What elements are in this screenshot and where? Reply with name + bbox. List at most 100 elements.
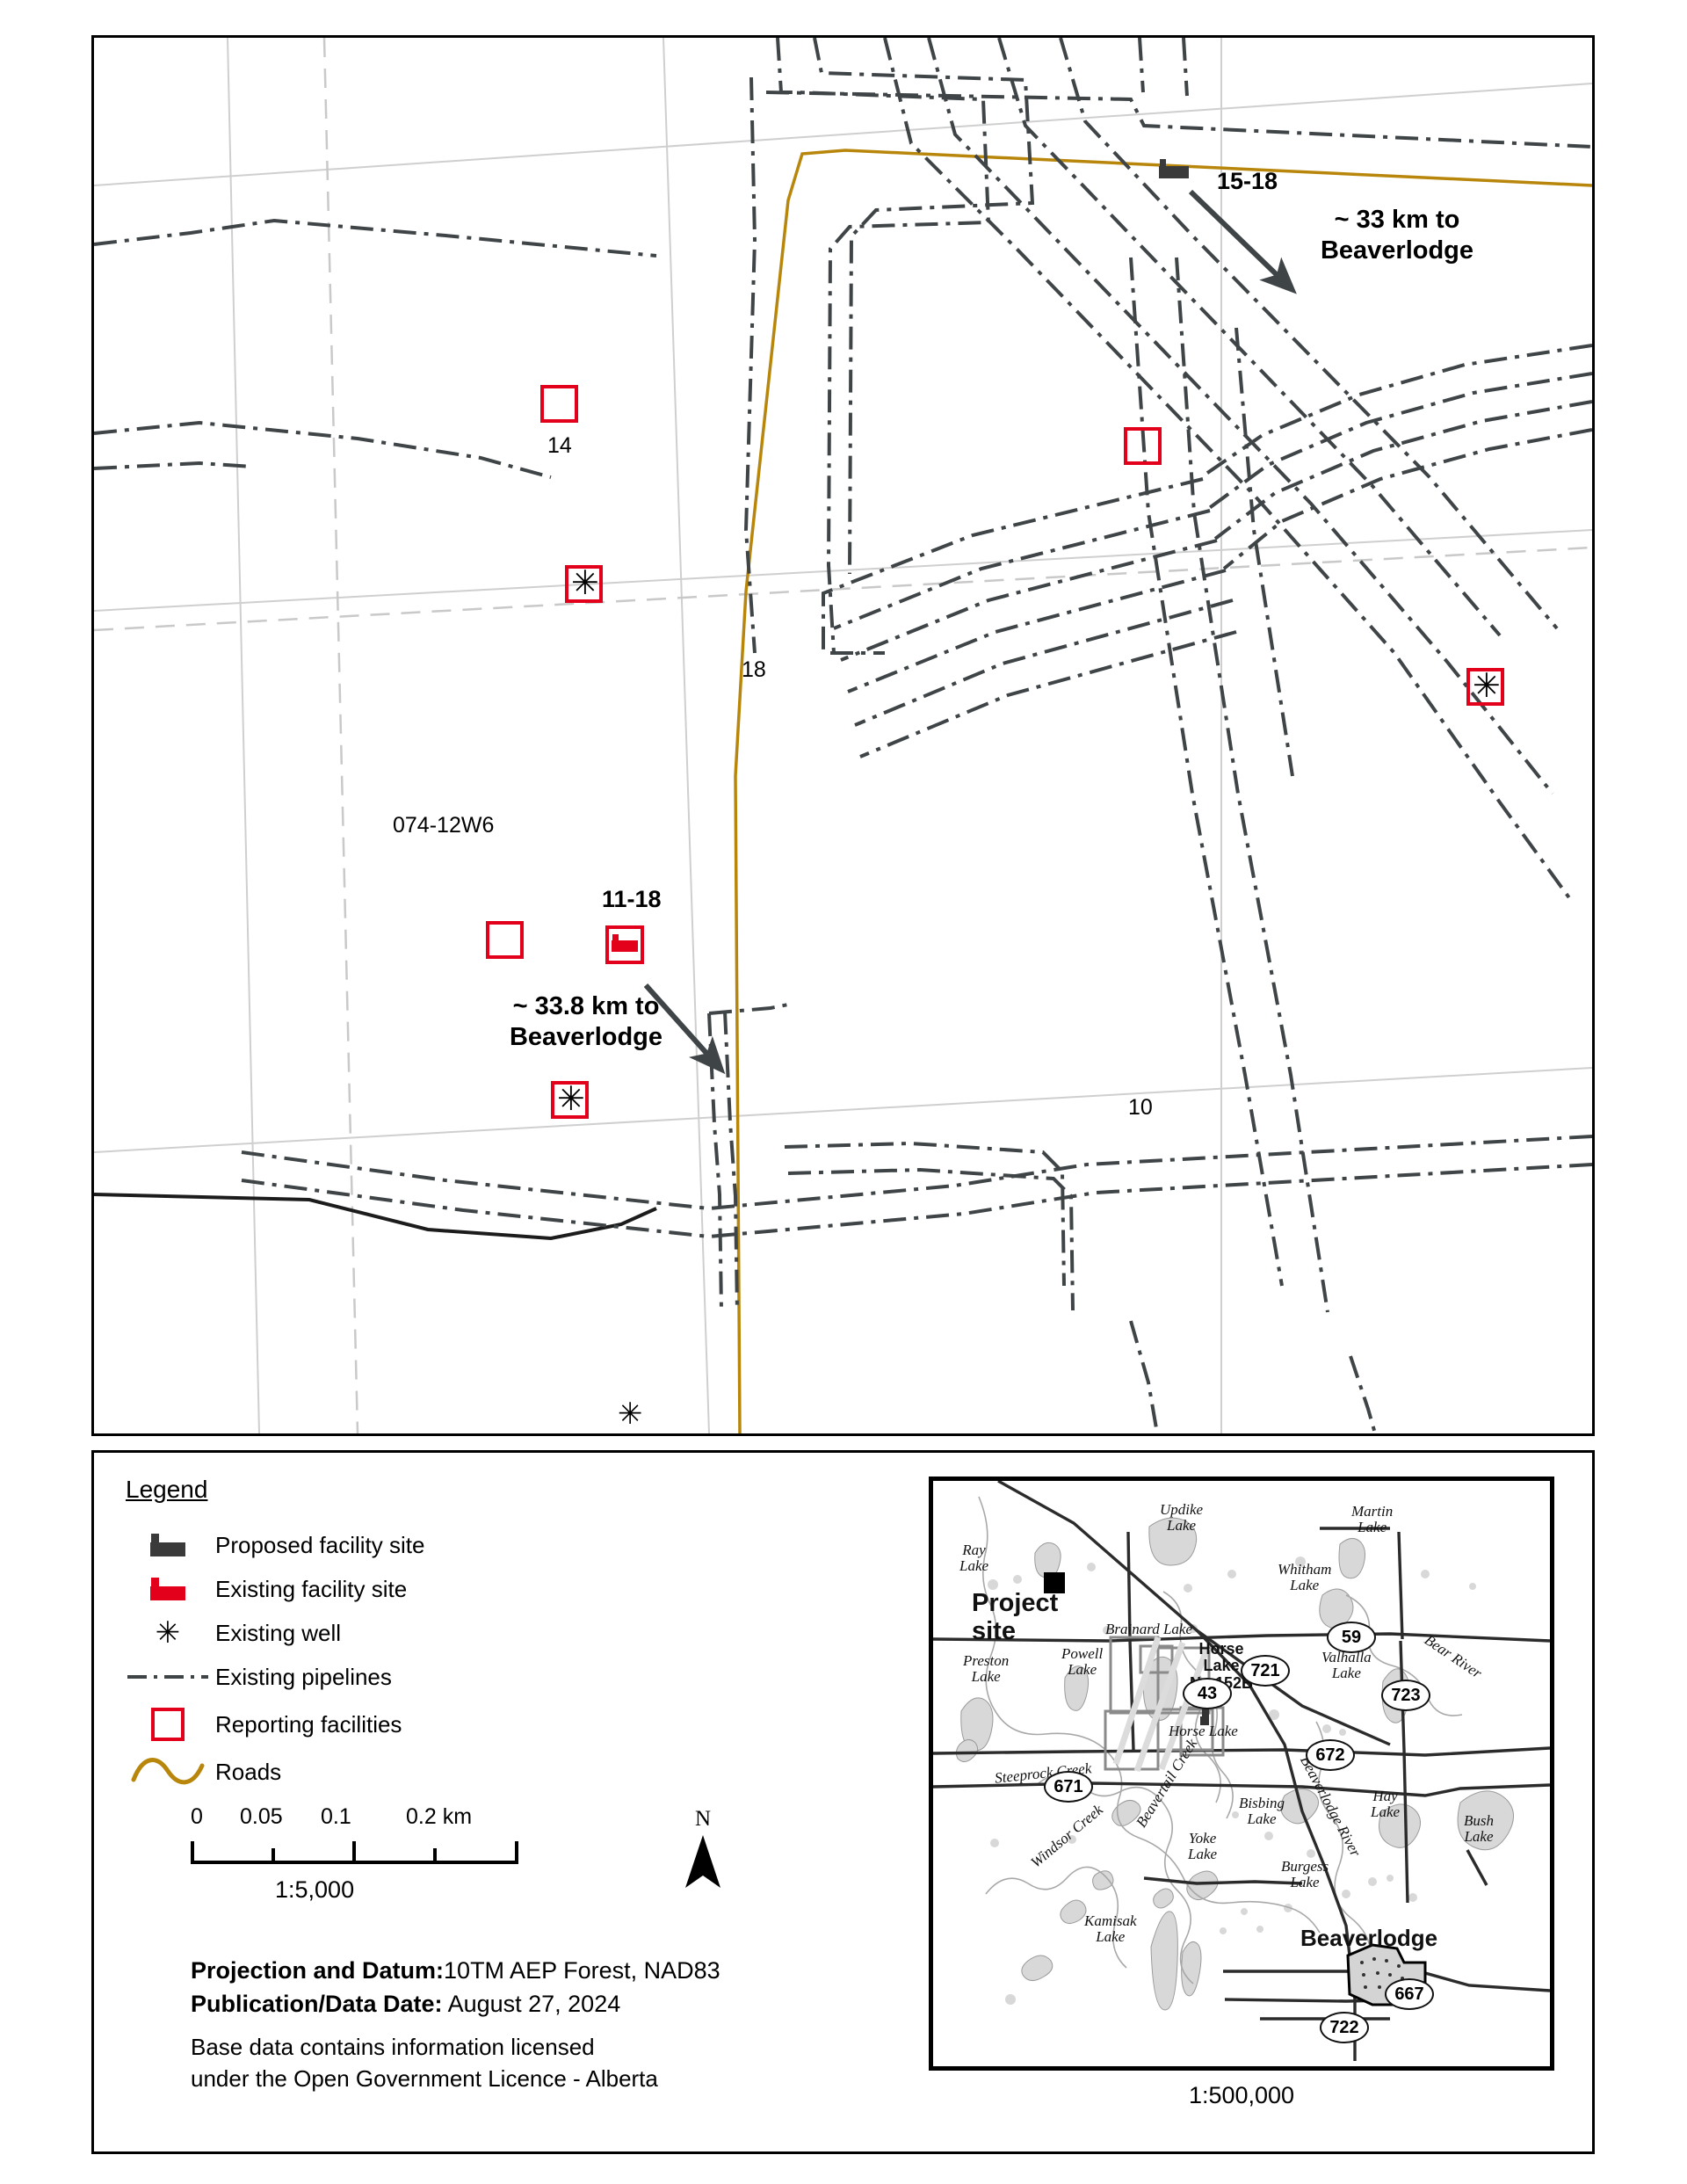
inset-project-hatch — [1112, 1636, 1211, 1773]
legend-label-proposed-facility: Proposed facility site — [215, 1531, 425, 1558]
legend-label-roads: Roads — [215, 1758, 282, 1785]
highway-shield-722[interactable]: 722 — [1320, 2012, 1369, 2043]
main-map-panel[interactable]: 15-18 ~ 33 km to Beaverlodge 14 ✳ ✳ 18 0… — [91, 35, 1595, 1436]
distance-text-15-18: ~ 33 km to — [1334, 206, 1460, 234]
projection-line: Projection and Datum:10TM AEP Forest, NA… — [191, 1954, 911, 1987]
legend-label-existing-well: Existing well — [215, 1619, 342, 1646]
projection-label: Projection and Datum: — [191, 1957, 445, 1984]
reporting-facility-box-11-18[interactable] — [605, 925, 644, 964]
legend-item-existing-well: ✳ Existing well — [120, 1611, 665, 1655]
boundary-lines — [94, 1193, 657, 1241]
existing-facility-marker-11-18[interactable] — [612, 934, 638, 952]
projection-value: 10TM AEP Forest, NAD83 — [444, 1957, 720, 1984]
license-line-1: Base data contains information licensed — [191, 2033, 595, 2060]
section-label-10: 10 — [1128, 1095, 1153, 1120]
section-label-14: 14 — [547, 433, 572, 458]
cadastral-grid — [94, 38, 1592, 1433]
reporting-facility-box-north-east[interactable] — [1124, 427, 1162, 465]
scale-tick-0: 0 — [191, 1804, 203, 1829]
facility-label-15-18: 15-18 — [1217, 168, 1278, 194]
highway-shield-671[interactable]: 671 — [1044, 1771, 1093, 1803]
lake-label-brainard: Brainard Lake — [1105, 1621, 1193, 1637]
highway-shield-672[interactable]: 672 — [1306, 1739, 1355, 1771]
lake-label-horse: Horse Lake — [1169, 1723, 1238, 1739]
date-value: August 27, 2024 — [447, 1991, 621, 2018]
project-site-marker — [1044, 1572, 1065, 1593]
legend-item-existing-facility: Existing facility site — [120, 1567, 665, 1611]
inset-map-scale: 1:500,000 — [1188, 2082, 1295, 2108]
reporting-facility-box-sw[interactable] — [486, 921, 524, 959]
highway-shield-723[interactable]: 723 — [1381, 1680, 1430, 1711]
inset-settlement-marker — [1200, 1702, 1209, 1725]
existing-well-icon-nw: ✳ — [571, 563, 599, 602]
inset-small-lakes — [988, 1556, 1476, 2005]
highway-shield-43[interactable]: 43 — [1183, 1678, 1232, 1709]
highway-shield-721[interactable]: 721 — [1241, 1655, 1290, 1687]
distance-text-11-18: ~ 33.8 km to — [512, 992, 660, 1020]
road-lines — [734, 149, 1592, 1433]
reporting-facility-box-14[interactable] — [540, 385, 578, 423]
grid-dashed — [94, 38, 1592, 1433]
town-label-beaverlodge: Beaverlodge — [1300, 1925, 1438, 1951]
main-map-vector-layer — [94, 38, 1592, 1433]
scale-bar-tick-labels: 0 0.05 0.1 0.2 km — [191, 1804, 542, 1832]
lake-label-horse-152b: HorseLakeNo.152B — [1190, 1640, 1253, 1691]
north-arrow: N — [677, 1808, 729, 1896]
callout-arrows — [643, 189, 1297, 1075]
legend: Legend Proposed facility site Existing f… — [120, 1476, 665, 1794]
reporting-facilities-icon — [120, 1708, 215, 1741]
facility-label-11-18: 11-18 — [602, 886, 662, 912]
legend-label-existing-pipelines: Existing pipelines — [215, 1663, 392, 1690]
north-arrow-icon — [685, 1835, 720, 1888]
inset-map-vector-layer — [933, 1481, 1550, 2061]
reporting-facility-box-well-sw[interactable] — [551, 1081, 589, 1119]
roads-icon — [120, 1757, 215, 1787]
existing-well-icon: ✳ — [155, 1615, 181, 1651]
scale-tick-2: 0.1 — [321, 1804, 351, 1829]
license-line-2: under the Open Government Licence - Albe… — [191, 2064, 658, 2092]
proposed-facility-marker-15-18[interactable] — [1159, 159, 1189, 178]
existing-facility-icon — [120, 1578, 215, 1600]
highway-shield-59[interactable]: 59 — [1327, 1622, 1376, 1653]
date-line: Publication/Data Date: August 27, 2024 — [191, 1987, 911, 2021]
scale-tick-3: 0.2 km — [406, 1804, 473, 1829]
legend-item-reporting-facilities: Reporting facilities — [120, 1699, 665, 1750]
credits-block: Projection and Datum:10TM AEP Forest, NA… — [191, 1954, 911, 2094]
scale-bar-graphic — [191, 1838, 542, 1868]
scale-tick-1: 0.05 — [240, 1804, 283, 1829]
date-label: Publication/Data Date: — [191, 1991, 443, 2018]
highway-shield-667[interactable]: 667 — [1385, 1978, 1434, 2010]
existing-pipelines-icon — [120, 1671, 215, 1683]
project-site-line1: Project — [972, 1589, 1059, 1617]
project-site-label: Project site — [972, 1589, 1059, 1646]
destination-text-15-18: Beaverlodge — [1320, 236, 1474, 265]
reporting-facility-box-well-east[interactable] — [1466, 668, 1504, 706]
township-range-label: 074-12W6 — [393, 813, 495, 838]
distance-callout-11-18: ~ 33.8 km to Beaverlodge — [459, 991, 713, 1054]
reporting-facility-box-well-nw[interactable] — [565, 565, 603, 603]
proposed-facility-icon — [120, 1534, 215, 1556]
legend-item-existing-pipelines: Existing pipelines — [120, 1655, 665, 1699]
scale-bar: 0 0.05 0.1 0.2 km 1:5,000 — [191, 1804, 542, 1904]
scale-ratio: 1:5,000 — [275, 1876, 355, 1903]
section-label-18: 18 — [742, 657, 766, 682]
existing-well-icon-east: ✳ — [1473, 666, 1501, 705]
legend-title: Legend — [126, 1476, 208, 1503]
existing-well-icon-sw: ✳ — [557, 1079, 585, 1118]
legend-label-reporting-facilities: Reporting facilities — [215, 1710, 402, 1738]
distance-callout-15-18: ~ 33 km to Beaverlodge — [1252, 205, 1542, 267]
legend-panel: Legend Proposed facility site Existing f… — [91, 1450, 1595, 2154]
